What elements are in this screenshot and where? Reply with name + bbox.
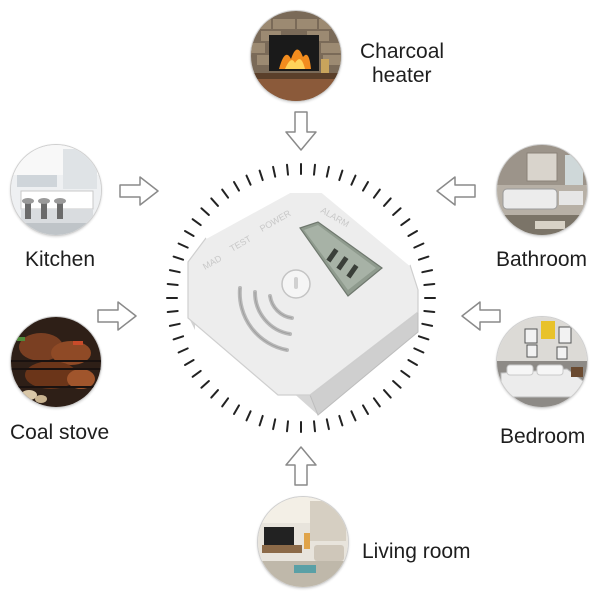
ring-tick [407, 230, 418, 237]
kitchen-icon [11, 145, 101, 235]
ring-tick [421, 269, 434, 274]
ring-tick [338, 169, 344, 182]
bedroom-icon [497, 317, 587, 407]
ring-tick [350, 410, 357, 422]
arrow-left-icon [461, 301, 501, 331]
ring-tick [286, 163, 289, 176]
ring-tick [166, 310, 179, 313]
ring-tick [325, 165, 330, 178]
ring-tick [233, 181, 240, 192]
ring-tick [400, 218, 411, 227]
ring-tick [168, 269, 181, 274]
coal-stove-thumbnail [10, 316, 102, 408]
ring-tick [258, 169, 264, 182]
ring-tick [184, 230, 195, 237]
living-room-thumbnail [257, 496, 349, 588]
ring-tick [166, 283, 179, 286]
arrow-right-icon [119, 176, 159, 206]
bathroom-label: Bathroom [496, 248, 588, 271]
ring-tick [400, 369, 411, 378]
ring-tick [413, 347, 425, 354]
fireplace-icon [251, 11, 341, 101]
ring-tick [172, 335, 185, 341]
ring-tick [177, 347, 189, 354]
coal-stove-icon [11, 317, 101, 407]
ring-tick [372, 188, 381, 199]
ring-tick [383, 389, 392, 399]
ring-tick [168, 322, 181, 327]
ring-tick [177, 242, 189, 249]
ring-tick [272, 418, 277, 431]
ring-tick [423, 283, 436, 286]
ring-tick [407, 359, 418, 366]
ring-tick [200, 207, 210, 216]
ring-tick [210, 197, 219, 207]
arrow-left-icon [436, 176, 476, 206]
ring-tick [338, 414, 344, 427]
ring-tick [221, 397, 230, 408]
bathroom-thumbnail [496, 144, 588, 236]
arrow-down-icon [285, 111, 317, 151]
ring-tick [258, 414, 264, 427]
ring-tick [313, 420, 316, 433]
ring-tick [325, 418, 330, 431]
dashed-ring [166, 163, 436, 433]
ring-tick [245, 410, 252, 422]
ring-tick [233, 404, 240, 415]
ring-tick [417, 255, 430, 261]
ring-tick [191, 369, 202, 378]
ring-tick [383, 197, 392, 207]
living-room-icon [258, 497, 348, 587]
kitchen-label: Kitchen [25, 248, 96, 271]
ring-tick [392, 380, 402, 389]
ring-tick [421, 322, 434, 327]
charcoal-heater-label-line2: heater [372, 64, 432, 87]
charcoal-heater-label-line1: Charcoal [360, 40, 445, 63]
ring-tick [200, 380, 210, 389]
ring-tick [350, 174, 357, 186]
ring-tick [191, 218, 202, 227]
living-room-label: Living room [362, 540, 471, 563]
ring-tick [221, 188, 230, 199]
ring-tick [362, 181, 369, 192]
ring-tick [172, 255, 185, 261]
ring-tick [272, 165, 277, 178]
bedroom-thumbnail [496, 316, 588, 408]
ring-tick [313, 163, 316, 176]
ring-tick [210, 389, 219, 399]
coal-stove-label: Coal stove [10, 421, 110, 444]
ring-tick [413, 242, 425, 249]
co-detector-device: MAD TEST POWER ALARM [187, 191, 419, 416]
ring-tick [423, 310, 436, 313]
ring-tick [362, 404, 369, 415]
arrow-right-icon [97, 301, 137, 331]
arrow-up-icon [285, 446, 317, 486]
bathroom-icon [497, 145, 587, 235]
ring-tick [417, 335, 430, 341]
ring-tick [372, 397, 381, 408]
ring-tick [286, 420, 289, 433]
bedroom-label: Bedroom [500, 425, 586, 448]
ring-tick [184, 359, 195, 366]
charcoal-heater-thumbnail [250, 10, 342, 102]
kitchen-thumbnail [10, 144, 102, 236]
ring-tick [245, 174, 252, 186]
ring-tick [392, 207, 402, 216]
